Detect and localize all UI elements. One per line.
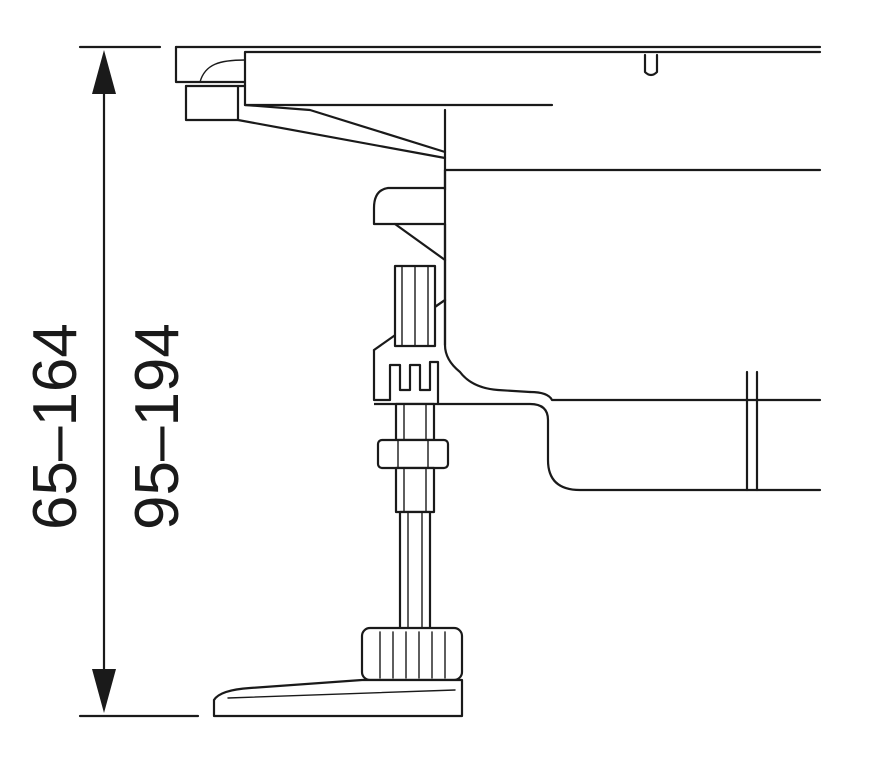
arrow-top-icon	[92, 50, 116, 94]
leveling-rod	[372, 264, 450, 632]
dimension-lines	[78, 45, 200, 718]
housing	[436, 168, 822, 492]
arrow-bottom-icon	[92, 669, 116, 713]
dimension-outer-label: 65–164	[21, 323, 90, 530]
dimension-inner-label: 95–194	[123, 323, 192, 530]
foot-base	[212, 626, 464, 718]
tray-frame	[174, 45, 822, 192]
